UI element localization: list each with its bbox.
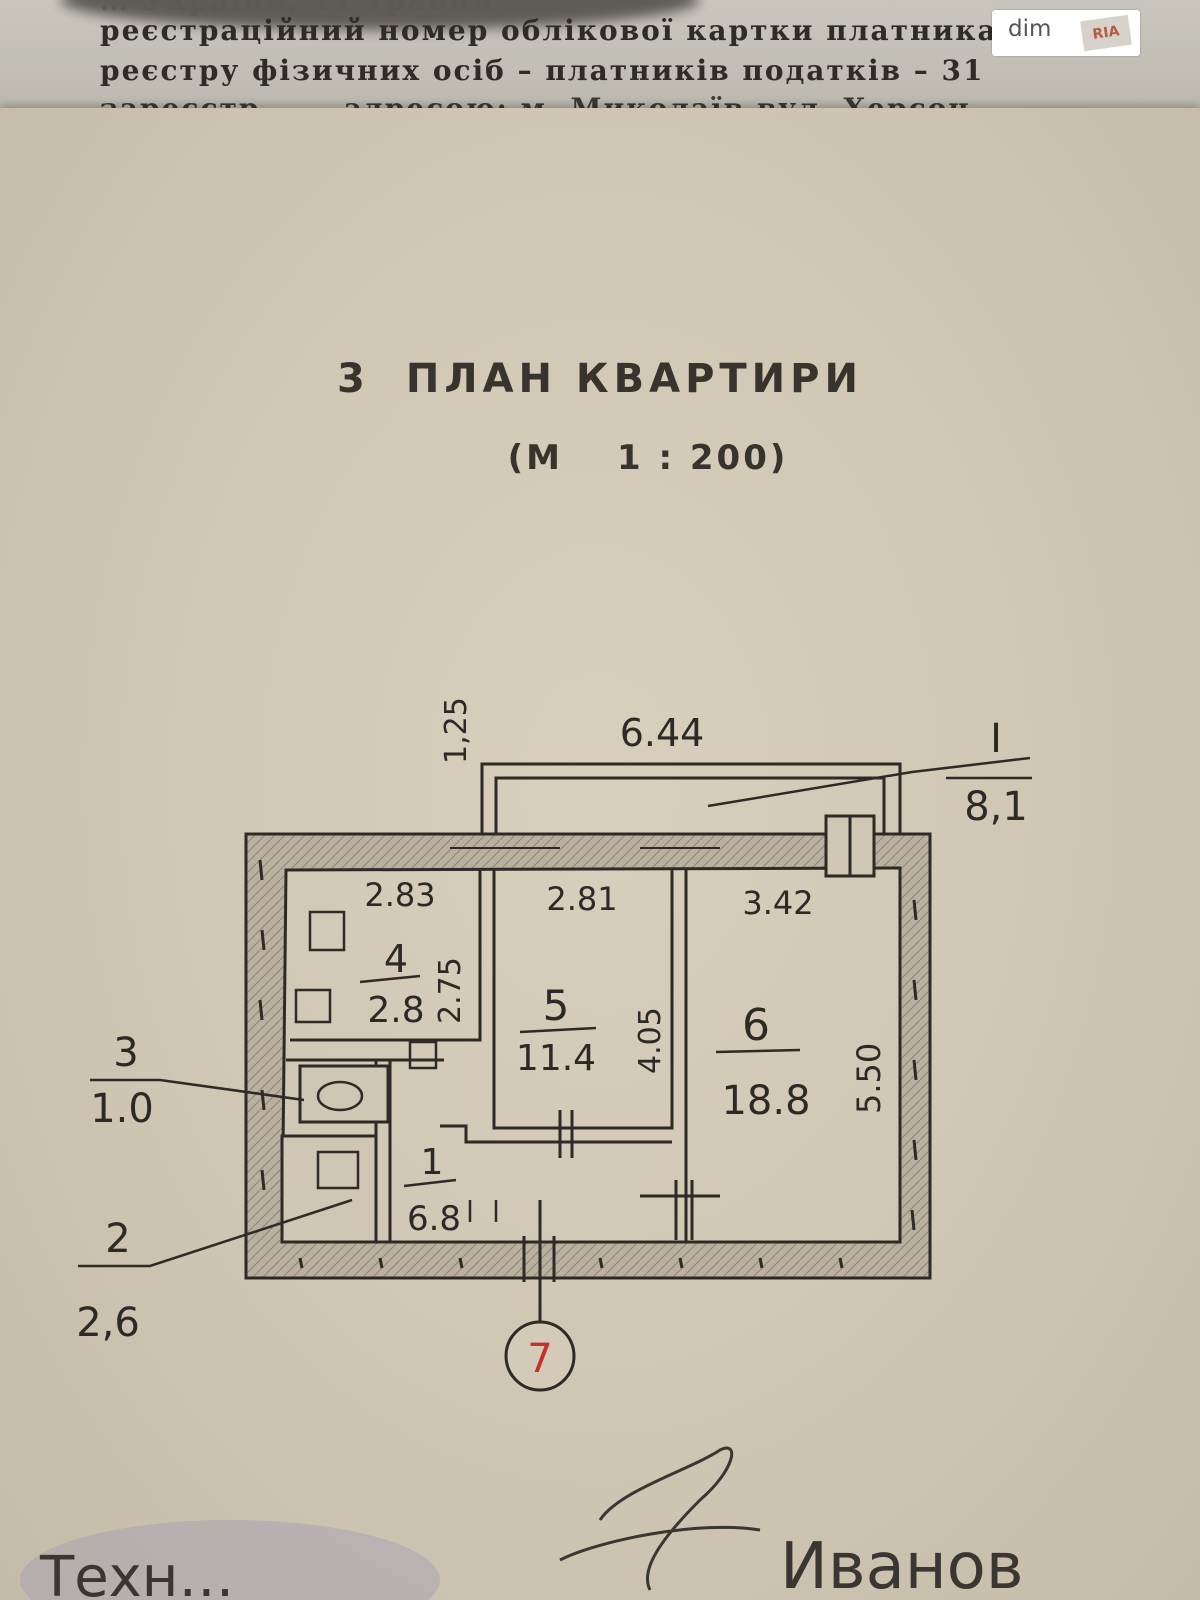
wall-marks — [258, 859, 918, 1269]
background-text-line: … України, 11 травня — [100, 0, 495, 17]
stamp-imprint — [20, 1520, 440, 1600]
room-5-area: 11.4 — [516, 1038, 596, 1079]
scale-value: 1 : 200) — [616, 438, 789, 478]
room-6-area: 18.8 — [721, 1078, 810, 1124]
room-1-area: 6.8 — [407, 1199, 461, 1239]
room-6-depth: 5.50 — [850, 1043, 888, 1114]
room-4-width: 2.83 — [364, 876, 435, 914]
apartment-number: 7 — [527, 1336, 552, 1382]
page-title: 3 ПЛАН КВАРТИРИ — [0, 356, 1200, 402]
fixtures — [294, 910, 498, 1222]
room-3-area: 1.0 — [90, 1086, 154, 1132]
balcony-area: 8,1 — [964, 784, 1028, 830]
room-5-depth: 4.05 — [633, 1007, 668, 1074]
room-4-area: 2.8 — [367, 990, 424, 1031]
balcony-depth: 1,25 — [439, 697, 474, 764]
room-4-number: 4 — [384, 937, 408, 981]
room-6-width: 3.42 — [742, 884, 813, 922]
title-text: ПЛАН КВАРТИРИ — [405, 356, 863, 402]
doors — [522, 1110, 720, 1282]
balcony — [480, 762, 902, 878]
room-4-depth: 2.75 — [433, 957, 468, 1024]
room-2-area: 2,6 — [76, 1300, 140, 1346]
section-number: 3 — [337, 356, 370, 402]
partitions — [280, 870, 688, 1244]
entrance-marker: 7 — [504, 1200, 576, 1392]
signature-title-fragment: Техн… — [39, 1545, 234, 1600]
dimria-watermark-logo: dim RIA — [992, 10, 1140, 56]
logo-brand: dim — [1008, 16, 1052, 42]
room-1-number: 1 — [421, 1142, 444, 1183]
balcony-length: 6.44 — [620, 711, 705, 755]
outer-walls — [244, 832, 932, 1280]
scale-prefix: (М — [507, 438, 563, 478]
room-2-number: 2 — [105, 1216, 130, 1262]
background-text-line: реєстру фізичних осіб – платників податк… — [100, 54, 985, 87]
room-3-number: 3 — [113, 1030, 138, 1076]
plan-labels: 6.44 1,25 I 8,1 2.83 4 2.8 2.75 2.81 5 1… — [76, 697, 1028, 1346]
balcony-number: I — [990, 716, 1002, 762]
signature-surname: Иванов — [780, 1530, 1024, 1600]
room-5-width: 2.81 — [546, 880, 617, 918]
room-5-number: 5 — [543, 981, 570, 1030]
room-6-number: 6 — [742, 1000, 770, 1051]
signature-area: Техн… Иванов — [20, 1446, 1024, 1600]
background-text-line: реєстраційний номер облікової картки пла… — [100, 14, 1094, 47]
leader-lines — [78, 756, 1032, 1268]
scale-label: (М 1 : 200) — [48, 438, 1200, 478]
handwritten-signature — [559, 1446, 761, 1591]
